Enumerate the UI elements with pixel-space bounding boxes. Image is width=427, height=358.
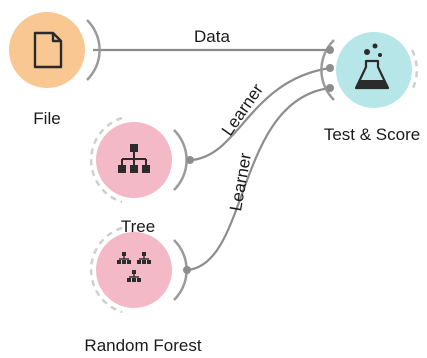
link-forest-learner[interactable] [186, 86, 331, 272]
node-test-score-label: Test & Score [323, 125, 421, 144]
file-icon [33, 31, 63, 69]
random-forest-icon [117, 252, 151, 282]
link-label-tree-learner: Learner [218, 80, 267, 139]
node-test-score-input-arc [320, 39, 335, 101]
link-label-data: Data [194, 27, 230, 46]
tree-icon [118, 144, 150, 173]
node-test-score-input-anchor-learner-2[interactable] [326, 84, 334, 92]
node-file-circle[interactable] [9, 12, 85, 88]
node-tree[interactable] [89, 116, 194, 204]
link-tree-learner[interactable] [191, 66, 331, 162]
node-random-forest[interactable] [89, 226, 191, 314]
flask-icon [354, 43, 390, 90]
node-random-forest-output-anchor[interactable] [183, 266, 191, 274]
node-tree-label: Tree [120, 217, 156, 236]
link-label-forest-learner: Learner [226, 151, 255, 212]
node-file-output-arc [86, 19, 101, 81]
node-test-score[interactable] [320, 32, 419, 108]
node-test-score-circle[interactable] [336, 32, 412, 108]
node-tree-output-anchor[interactable] [186, 156, 194, 164]
node-test-score-input-anchor-data[interactable] [326, 46, 334, 54]
node-random-forest-label: Random Forest [84, 336, 202, 355]
node-test-score-output-ring [410, 49, 419, 91]
links [93, 48, 331, 272]
node-tree-input-ring [89, 116, 123, 204]
node-file[interactable] [9, 12, 101, 88]
node-random-forest-input-ring [89, 226, 123, 314]
node-file-label: File [33, 109, 61, 128]
node-tree-output-arc [173, 129, 188, 191]
node-test-score-input-anchor-learner-1[interactable] [326, 64, 334, 72]
